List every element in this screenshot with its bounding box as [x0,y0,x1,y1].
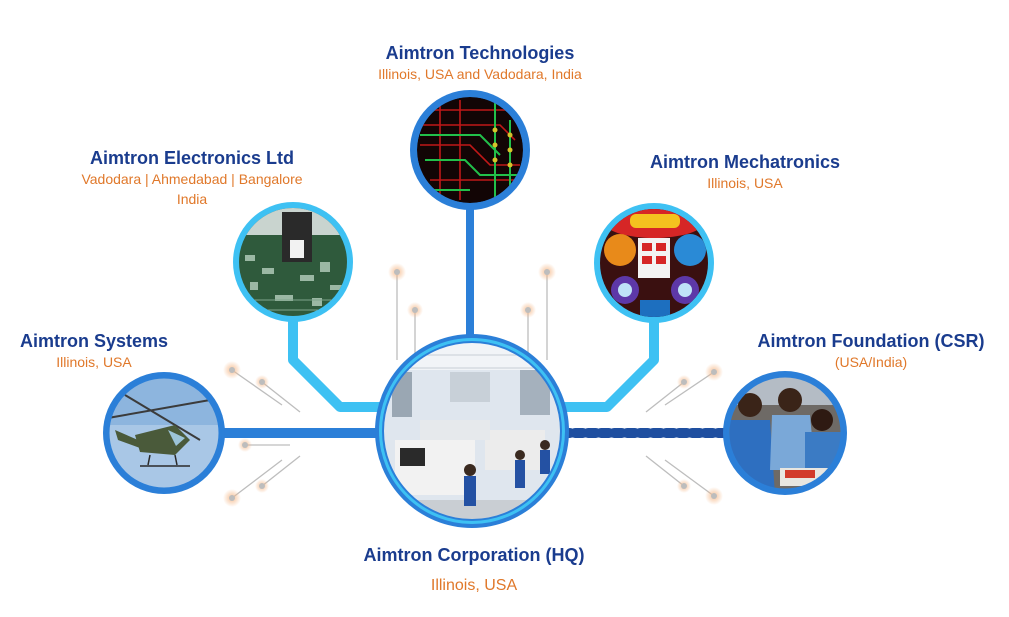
label-technologies: Aimtron Technologies Illinois, USA and V… [340,42,620,84]
node-hq-image [375,334,569,528]
technologies-name: Aimtron Technologies [385,43,575,63]
connector-mechatronics [540,313,659,412]
node-foundation-image [723,371,847,495]
connector-electronics [288,313,405,412]
systems-location: Illinois, USA [56,354,132,370]
mechatronics-name: Aimtron Mechatronics [649,152,841,172]
foundation-name: Aimtron Foundation (CSR) [757,331,985,351]
node-mechatronics-image [594,203,714,323]
hq-location: Illinois, USA [430,577,518,594]
mechatronics-location: Illinois, USA [707,175,783,191]
node-systems-image [103,372,225,494]
label-mechatronics: Aimtron Mechatronics Illinois, USA [615,151,875,193]
circuit-glow-dots [223,263,723,507]
systems-name: Aimtron Systems [19,331,169,351]
node-electronics-image [233,202,353,322]
electronics-name: Aimtron Electronics Ltd [89,148,295,168]
node-technologies-image [410,90,530,210]
electronics-location-line2: India [176,191,208,207]
hq-name: Aimtron Corporation (HQ) [363,545,585,565]
label-foundation: Aimtron Foundation (CSR) (USA/India) [740,330,1002,372]
circuit-dots [229,269,717,501]
circuit-decoration [231,272,715,499]
foundation-location: (USA/India) [834,354,908,370]
label-electronics: Aimtron Electronics Ltd Vadodara | Ahmed… [52,147,332,209]
label-systems: Aimtron Systems Illinois, USA [4,330,184,372]
connectors [213,201,733,438]
label-hq: Aimtron Corporation (HQ) Illinois, USA [334,544,614,598]
technologies-location: Illinois, USA and Vadodara, India [378,66,582,82]
electronics-location-line1: Vadodara | Ahmedabad | Bangalore [81,171,303,187]
